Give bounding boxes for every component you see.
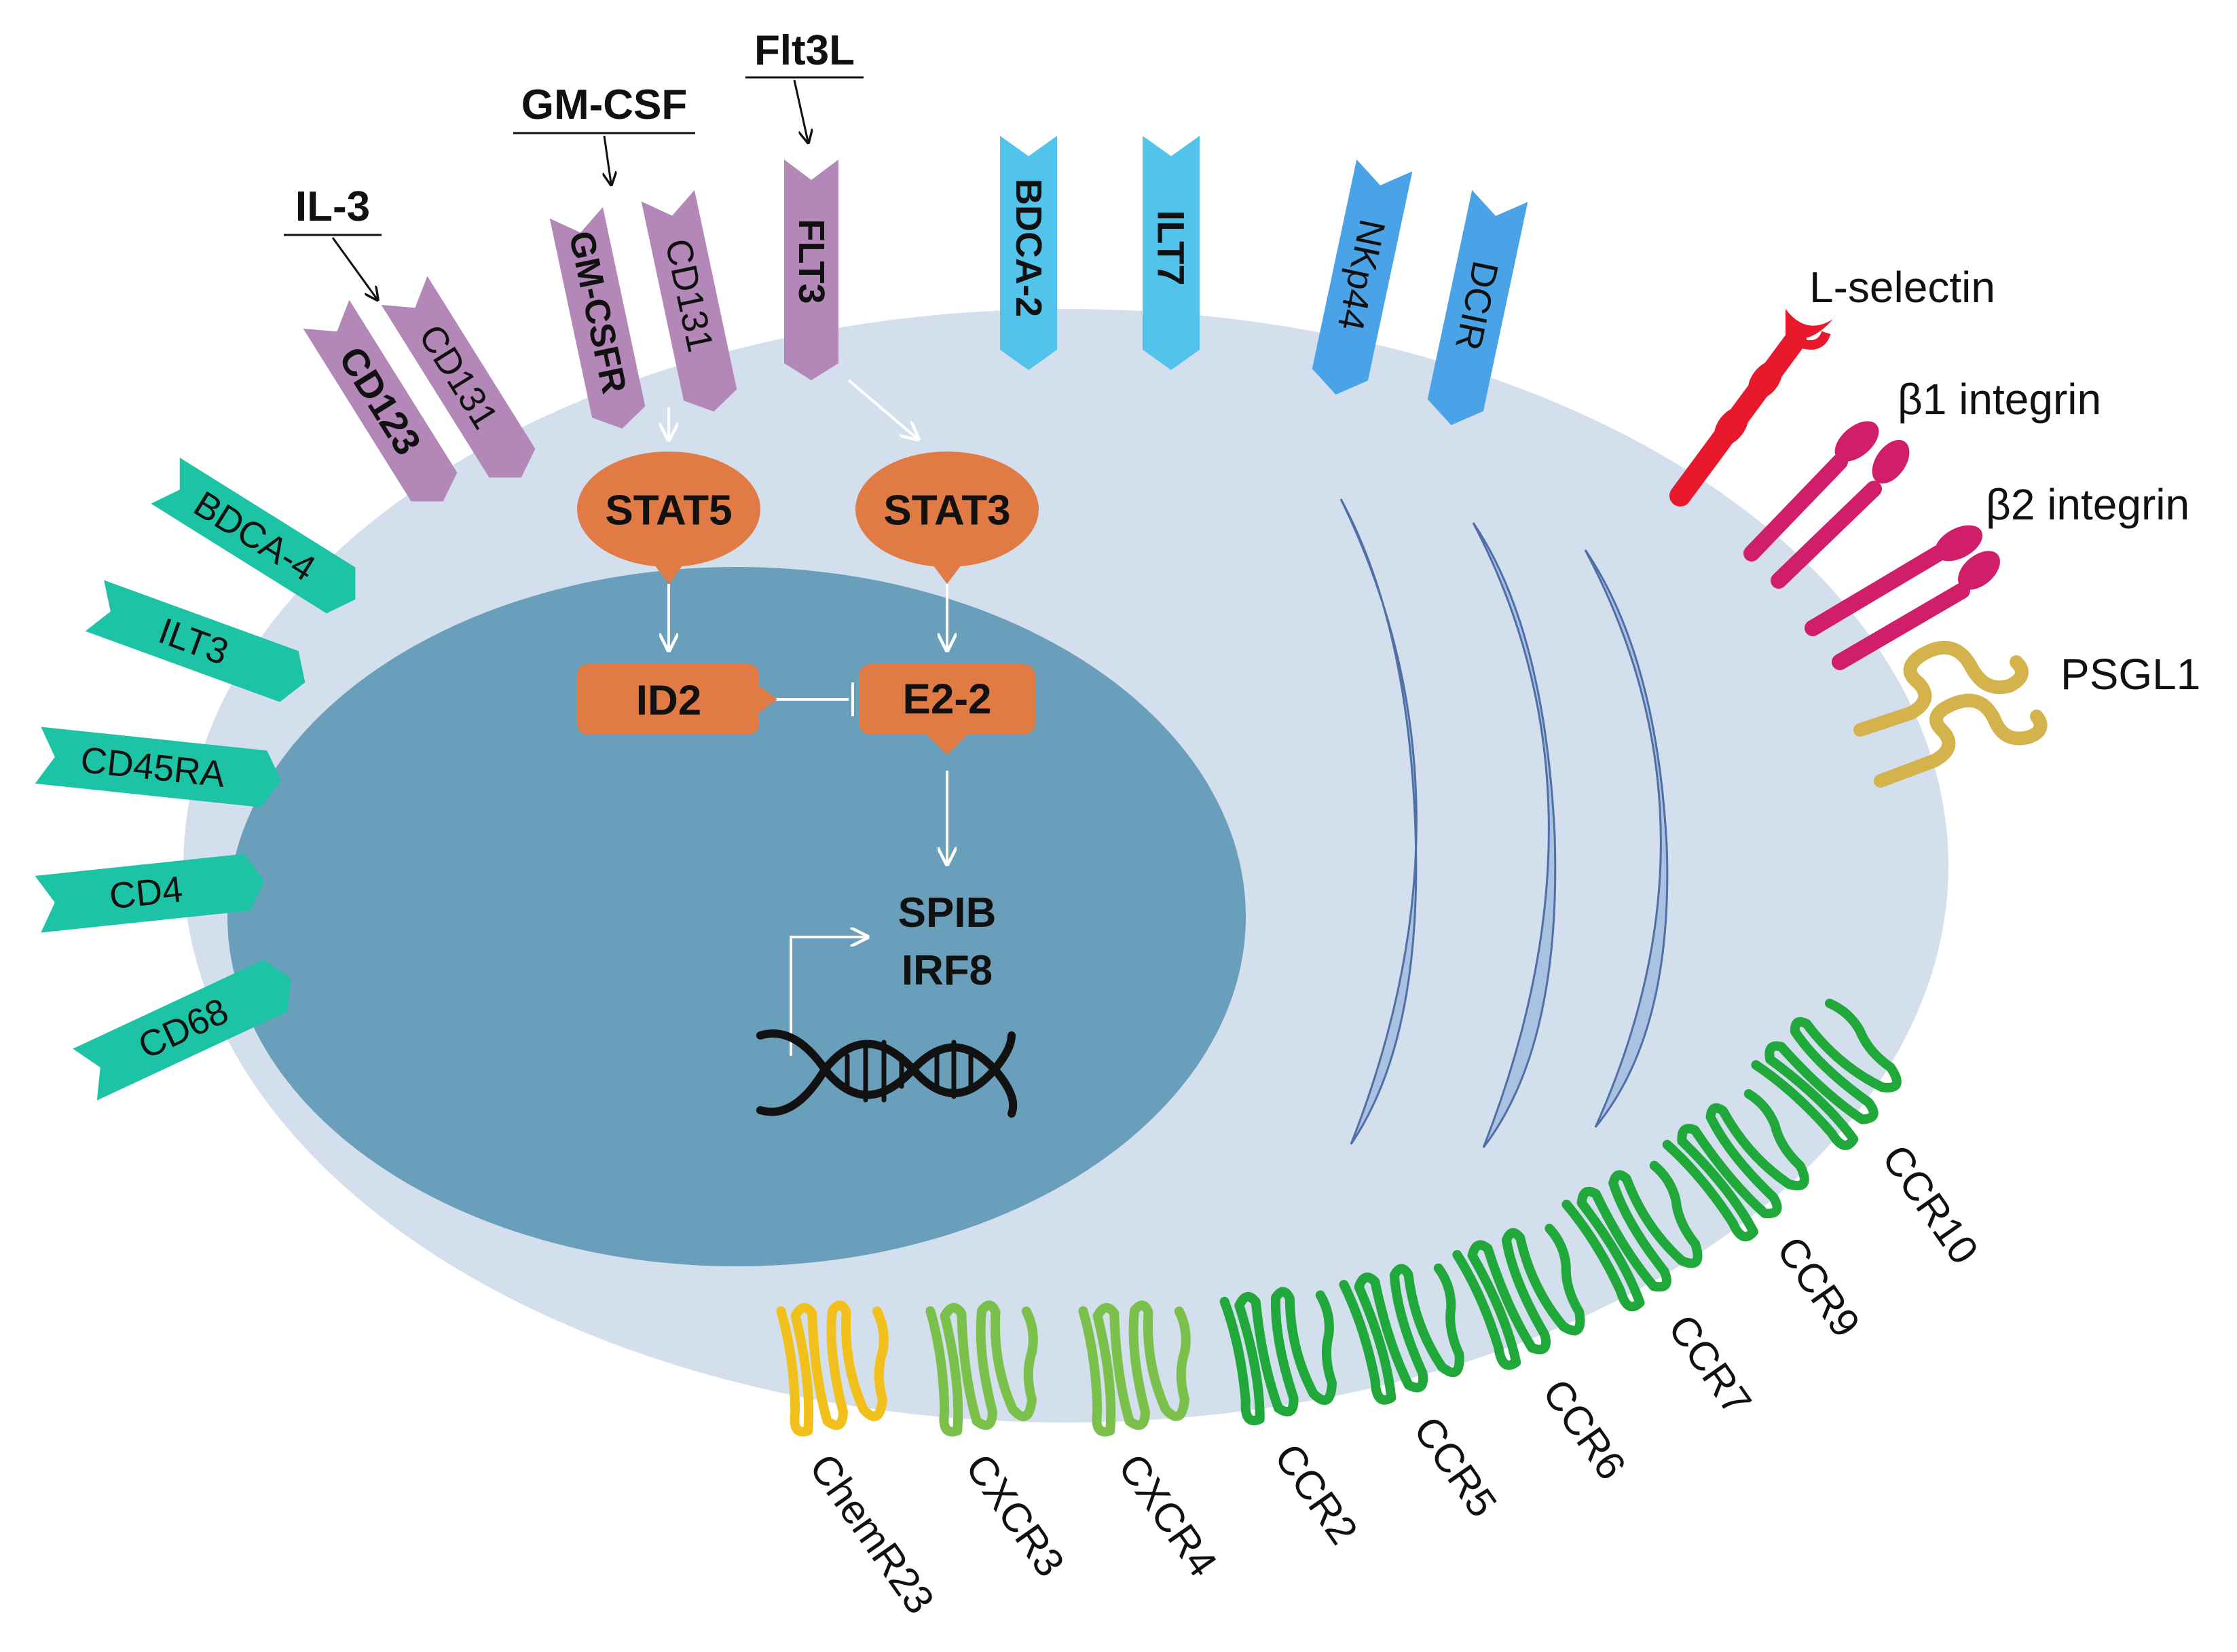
signaling-arrows (669, 379, 947, 1056)
cxcr4-label: CXCR4 (1109, 1446, 1226, 1585)
ccr7-label: CCR7 (1659, 1306, 1760, 1423)
l-selectin-label: L-selectin (1809, 263, 1995, 312)
stat5-node: STAT5 (577, 452, 760, 584)
receptor-dcir: DCIR (1427, 189, 1528, 426)
l-selectin-molecule (1669, 309, 1833, 507)
endoplasmic-reticulum (1339, 498, 1669, 1148)
ligand-label: Flt3L (754, 27, 855, 74)
psgl1-label: PSGL1 (2060, 650, 2200, 699)
marker-cd45ra: CD45RA (35, 727, 281, 808)
receptor-label: BDCA-2 (1008, 179, 1049, 317)
ccr2-receptor-icon (1219, 1287, 1337, 1426)
receptor-label: FLT3 (791, 219, 832, 304)
ccr6-receptor-icon (1452, 1224, 1585, 1370)
e22-node: E2-2 (859, 664, 1035, 755)
chemokine-receptors (776, 998, 1902, 1437)
ligand-flt3l: Flt3L (745, 27, 864, 141)
ccr9-label: CCR9 (1768, 1228, 1869, 1345)
marker-cd4: CD4 (35, 853, 265, 933)
ccr9-receptor-icon (1662, 1089, 1809, 1242)
spib-label: SPIB (898, 889, 997, 936)
receptor-label: ILT7 (1150, 210, 1193, 286)
ccr10-receptor-icon (1751, 998, 1902, 1150)
ccr10-label: CCR10 (1873, 1137, 1987, 1272)
ligand-label: GM-CSF (521, 81, 688, 128)
ccr5-receptor-icon (1339, 1263, 1464, 1405)
beta1-integrin-molecule (1743, 421, 1910, 589)
cxcr3-label: CXCR3 (957, 1446, 1073, 1585)
nucleus (227, 567, 1246, 1266)
marker-bdca4: BDCA-4 (151, 457, 356, 614)
ccr6-label: CCR6 (1534, 1371, 1635, 1488)
beta2-integrin-label: β2 integrin (1986, 480, 2189, 529)
receptor-gmcsfr: GM-CSFR (549, 206, 646, 429)
cxcr3-receptor-icon (925, 1300, 1038, 1437)
receptor-ilt7: ILT7 (1143, 136, 1200, 370)
marker-ilt3: ILT3 (85, 580, 306, 702)
ccr5-label: CCR5 (1405, 1408, 1506, 1525)
cxcr4-receptor-icon (1078, 1300, 1191, 1437)
beta2-integrin-molecule (1805, 525, 2000, 670)
ligand-label: IL-3 (295, 183, 370, 230)
ligand-gmcsf: GM-CSF (513, 81, 695, 183)
ligand-il3: IL-3 (284, 183, 382, 299)
beta1-integrin-label: β1 integrin (1898, 375, 2101, 424)
marker-label: CD4 (107, 869, 185, 917)
ccr7-receptor-icon (1561, 1160, 1703, 1312)
receptor-bdca2: BDCA-2 (1000, 136, 1057, 370)
chemr23-label: ChemR23 (800, 1446, 943, 1622)
stat3-node: STAT3 (855, 452, 1039, 584)
dna-icon (756, 1029, 1018, 1118)
irf8-label: IRF8 (902, 947, 993, 994)
receptor-flt3: FLT3 (784, 160, 838, 380)
ccr2-label: CCR2 (1265, 1435, 1367, 1552)
stat5-label: STAT5 (605, 488, 732, 534)
chemr23-receptor-icon (776, 1300, 889, 1437)
psgl1-molecule (1853, 640, 2048, 788)
id2-node: ID2 (577, 664, 777, 735)
id2-label: ID2 (636, 678, 701, 724)
e22-label: E2-2 (903, 676, 992, 723)
stat3-label: STAT3 (883, 488, 1010, 534)
